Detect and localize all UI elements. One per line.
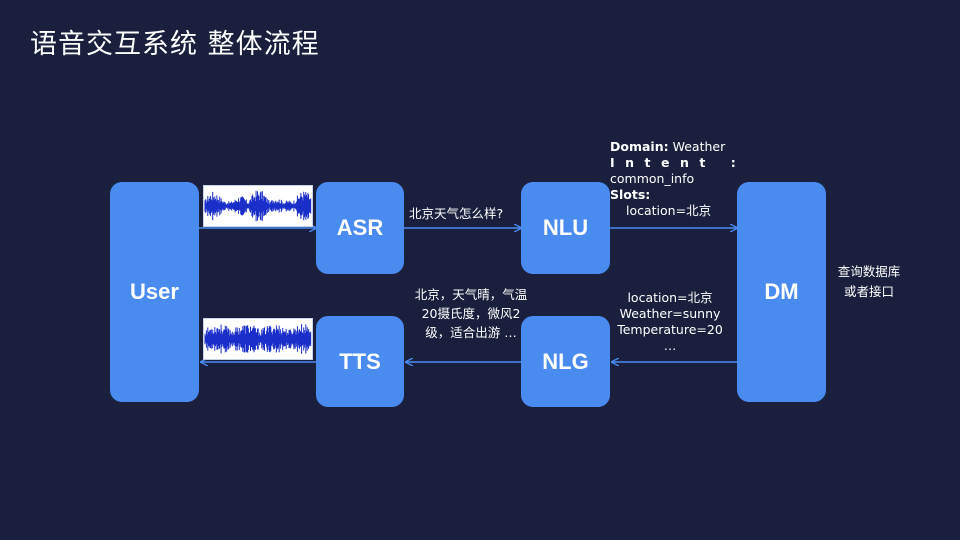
dm-to-nlg-line-4: … — [663, 338, 677, 353]
waveform-icon — [204, 324, 312, 354]
page-title: 语音交互系统 整体流程 — [30, 29, 320, 60]
dm-to-nlg-line-1: location=北京 — [627, 290, 713, 305]
label-dm-to-nlg: location=北京 Weather=sunny Temperature=20… — [612, 290, 728, 354]
intent-key: Intent : — [610, 155, 747, 170]
node-nlg: NLG — [521, 316, 610, 407]
node-user: User — [110, 182, 199, 402]
slots-key: Slots: — [610, 187, 651, 202]
output-waveform-icon — [203, 318, 313, 360]
node-dm-label: DM — [764, 279, 799, 304]
dm-to-nlg-line-2: Weather=sunny — [619, 306, 721, 321]
waveform-icon — [204, 190, 312, 222]
node-tts: TTS — [316, 316, 404, 407]
label-nlg-to-tts: 北京，天气晴，气温 20摄氏度，微风2 级，适合出游 … — [404, 285, 538, 342]
dm-side-line-1: 查询数据库 — [837, 264, 901, 279]
domain-value: Weather — [672, 139, 726, 154]
node-nlg-label: NLG — [542, 348, 589, 374]
label-asr-to-nlu: 北京天气怎么样? — [409, 206, 504, 221]
label-dm-side: 查询数据库 或者接口 — [828, 264, 910, 300]
node-tts-label: TTS — [339, 348, 381, 374]
node-nlu: NLU — [521, 182, 610, 274]
dm-side-line-2: 或者接口 — [843, 284, 894, 299]
node-asr: ASR — [316, 182, 404, 274]
domain-key: Domain: — [610, 139, 669, 154]
nlg-to-tts-line-1: 北京，天气晴，气温 — [414, 287, 528, 302]
node-user-label: User — [130, 279, 179, 304]
slots-value: location=北京 — [626, 203, 712, 218]
intent-value: common_info — [610, 171, 695, 186]
dm-to-nlg-line-3: Temperature=20 — [617, 322, 723, 337]
nlg-to-tts-line-3: 级，适合出游 … — [425, 325, 517, 340]
input-waveform-icon — [203, 185, 313, 227]
node-dm: DM — [737, 182, 826, 402]
nlg-to-tts-line-2: 20摄氏度，微风2 — [421, 306, 521, 321]
label-nlu-to-dm: Domain: Weather Intent : common_info Slo… — [610, 139, 746, 219]
node-asr-label: ASR — [336, 215, 384, 240]
node-nlu-label: NLU — [542, 215, 589, 240]
